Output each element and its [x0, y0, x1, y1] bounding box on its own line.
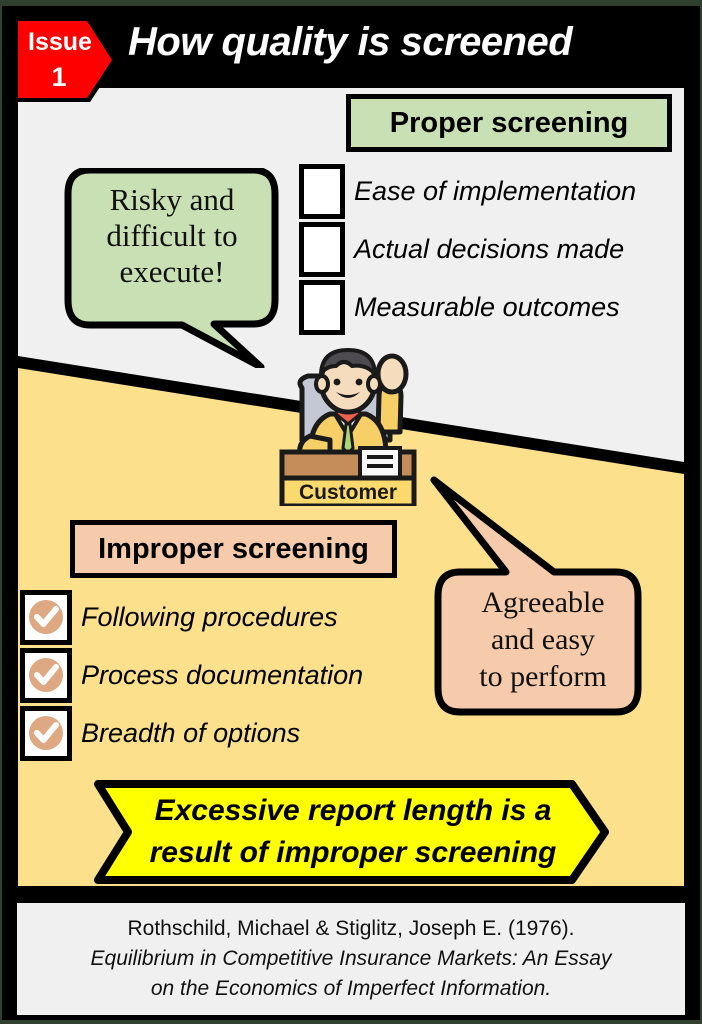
list-item-label: Measurable outcomes: [354, 291, 620, 322]
list-item[interactable]: Process documentation: [20, 646, 363, 704]
header-bar: How quality is screened: [2, 6, 700, 84]
improper-screening-heading-box: Improper screening: [70, 520, 397, 578]
customer-avatar-icon: Customer: [279, 348, 417, 509]
list-item-label: Following procedures: [81, 601, 338, 632]
speech-bubble-agreeable: Agreeable and easy to perform: [430, 476, 648, 716]
proper-screening-list: Ease of implementation Actual decisions …: [299, 162, 636, 336]
checkbox-unchecked-icon[interactable]: [299, 221, 345, 277]
check-circle-icon: [29, 658, 63, 692]
main-canvas: Proper screening Ease of implementation …: [14, 84, 688, 890]
speech-bubble-green-text: Risky and difficult to execute!: [72, 182, 272, 290]
list-item[interactable]: Following procedures: [20, 588, 363, 646]
improper-screening-heading-text: Improper screening: [98, 532, 369, 565]
conclusion-banner-text: Excessive report length is a result of i…: [138, 790, 568, 874]
checkbox-checked-icon[interactable]: [20, 647, 72, 703]
bubble-green-line-1: Risky and: [109, 182, 235, 217]
check-circle-icon: [29, 716, 63, 750]
citation-authors: Rothschild, Michael & Stiglitz, Joseph E…: [127, 917, 575, 940]
customer-character-illustration: Customer: [266, 336, 436, 509]
citation-block: Rothschild, Michael & Stiglitz, Joseph E…: [14, 900, 688, 1018]
banner-line-1: Excessive report length is a: [154, 794, 552, 827]
list-item-label: Breadth of options: [81, 717, 301, 748]
proper-screening-heading-text: Proper screening: [389, 106, 629, 139]
speech-bubble-peach-shape: [430, 476, 642, 716]
checkbox-checked-icon[interactable]: [20, 589, 72, 645]
checkbox-unchecked-icon[interactable]: [299, 279, 345, 335]
bubble-green-line-2: difficult to: [106, 218, 238, 253]
conclusion-banner: Excessive report length is a result of i…: [94, 780, 609, 884]
checkbox-checked-icon[interactable]: [20, 705, 72, 761]
bubble-green-line-3: execute!: [119, 254, 225, 289]
list-item[interactable]: Actual decisions made: [299, 220, 636, 278]
citation-title-line-2: on the Economics of Imperfect Informatio…: [150, 977, 552, 1000]
bubble-peach-line-3: to perform: [479, 660, 607, 693]
proper-screening-heading-box: Proper screening: [346, 94, 672, 152]
list-item[interactable]: Ease of implementation: [299, 162, 636, 220]
list-item[interactable]: Measurable outcomes: [299, 278, 636, 336]
list-item-label: Ease of implementation: [354, 175, 637, 206]
improper-screening-list: Following procedures Process documentati…: [20, 588, 363, 762]
bubble-peach-line-1: Agreeable: [481, 586, 605, 619]
checkbox-unchecked-icon[interactable]: [299, 163, 345, 219]
bubble-peach-line-2: and easy: [490, 623, 596, 656]
list-item-label: Actual decisions made: [354, 233, 625, 264]
banner-arrow-shape: [94, 780, 609, 884]
citation-title-line-1: Equilibrium in Competitive Insurance Mar…: [90, 947, 612, 970]
customer-desk-label: Customer: [299, 481, 397, 504]
issue-badge: Issue 1: [14, 18, 122, 106]
speech-bubble-peach-text: Agreeable and easy to perform: [448, 584, 638, 695]
issue-badge-shape: [14, 18, 118, 102]
check-circle-icon: [29, 600, 63, 634]
banner-line-2: result of improper screening: [149, 836, 557, 869]
speech-bubble-green-shape: [64, 166, 279, 371]
page-title: How quality is screened: [128, 20, 573, 64]
list-item[interactable]: Breadth of options: [20, 704, 363, 762]
speech-bubble-risky: Risky and difficult to execute!: [64, 166, 279, 371]
list-item-label: Process documentation: [81, 659, 364, 690]
